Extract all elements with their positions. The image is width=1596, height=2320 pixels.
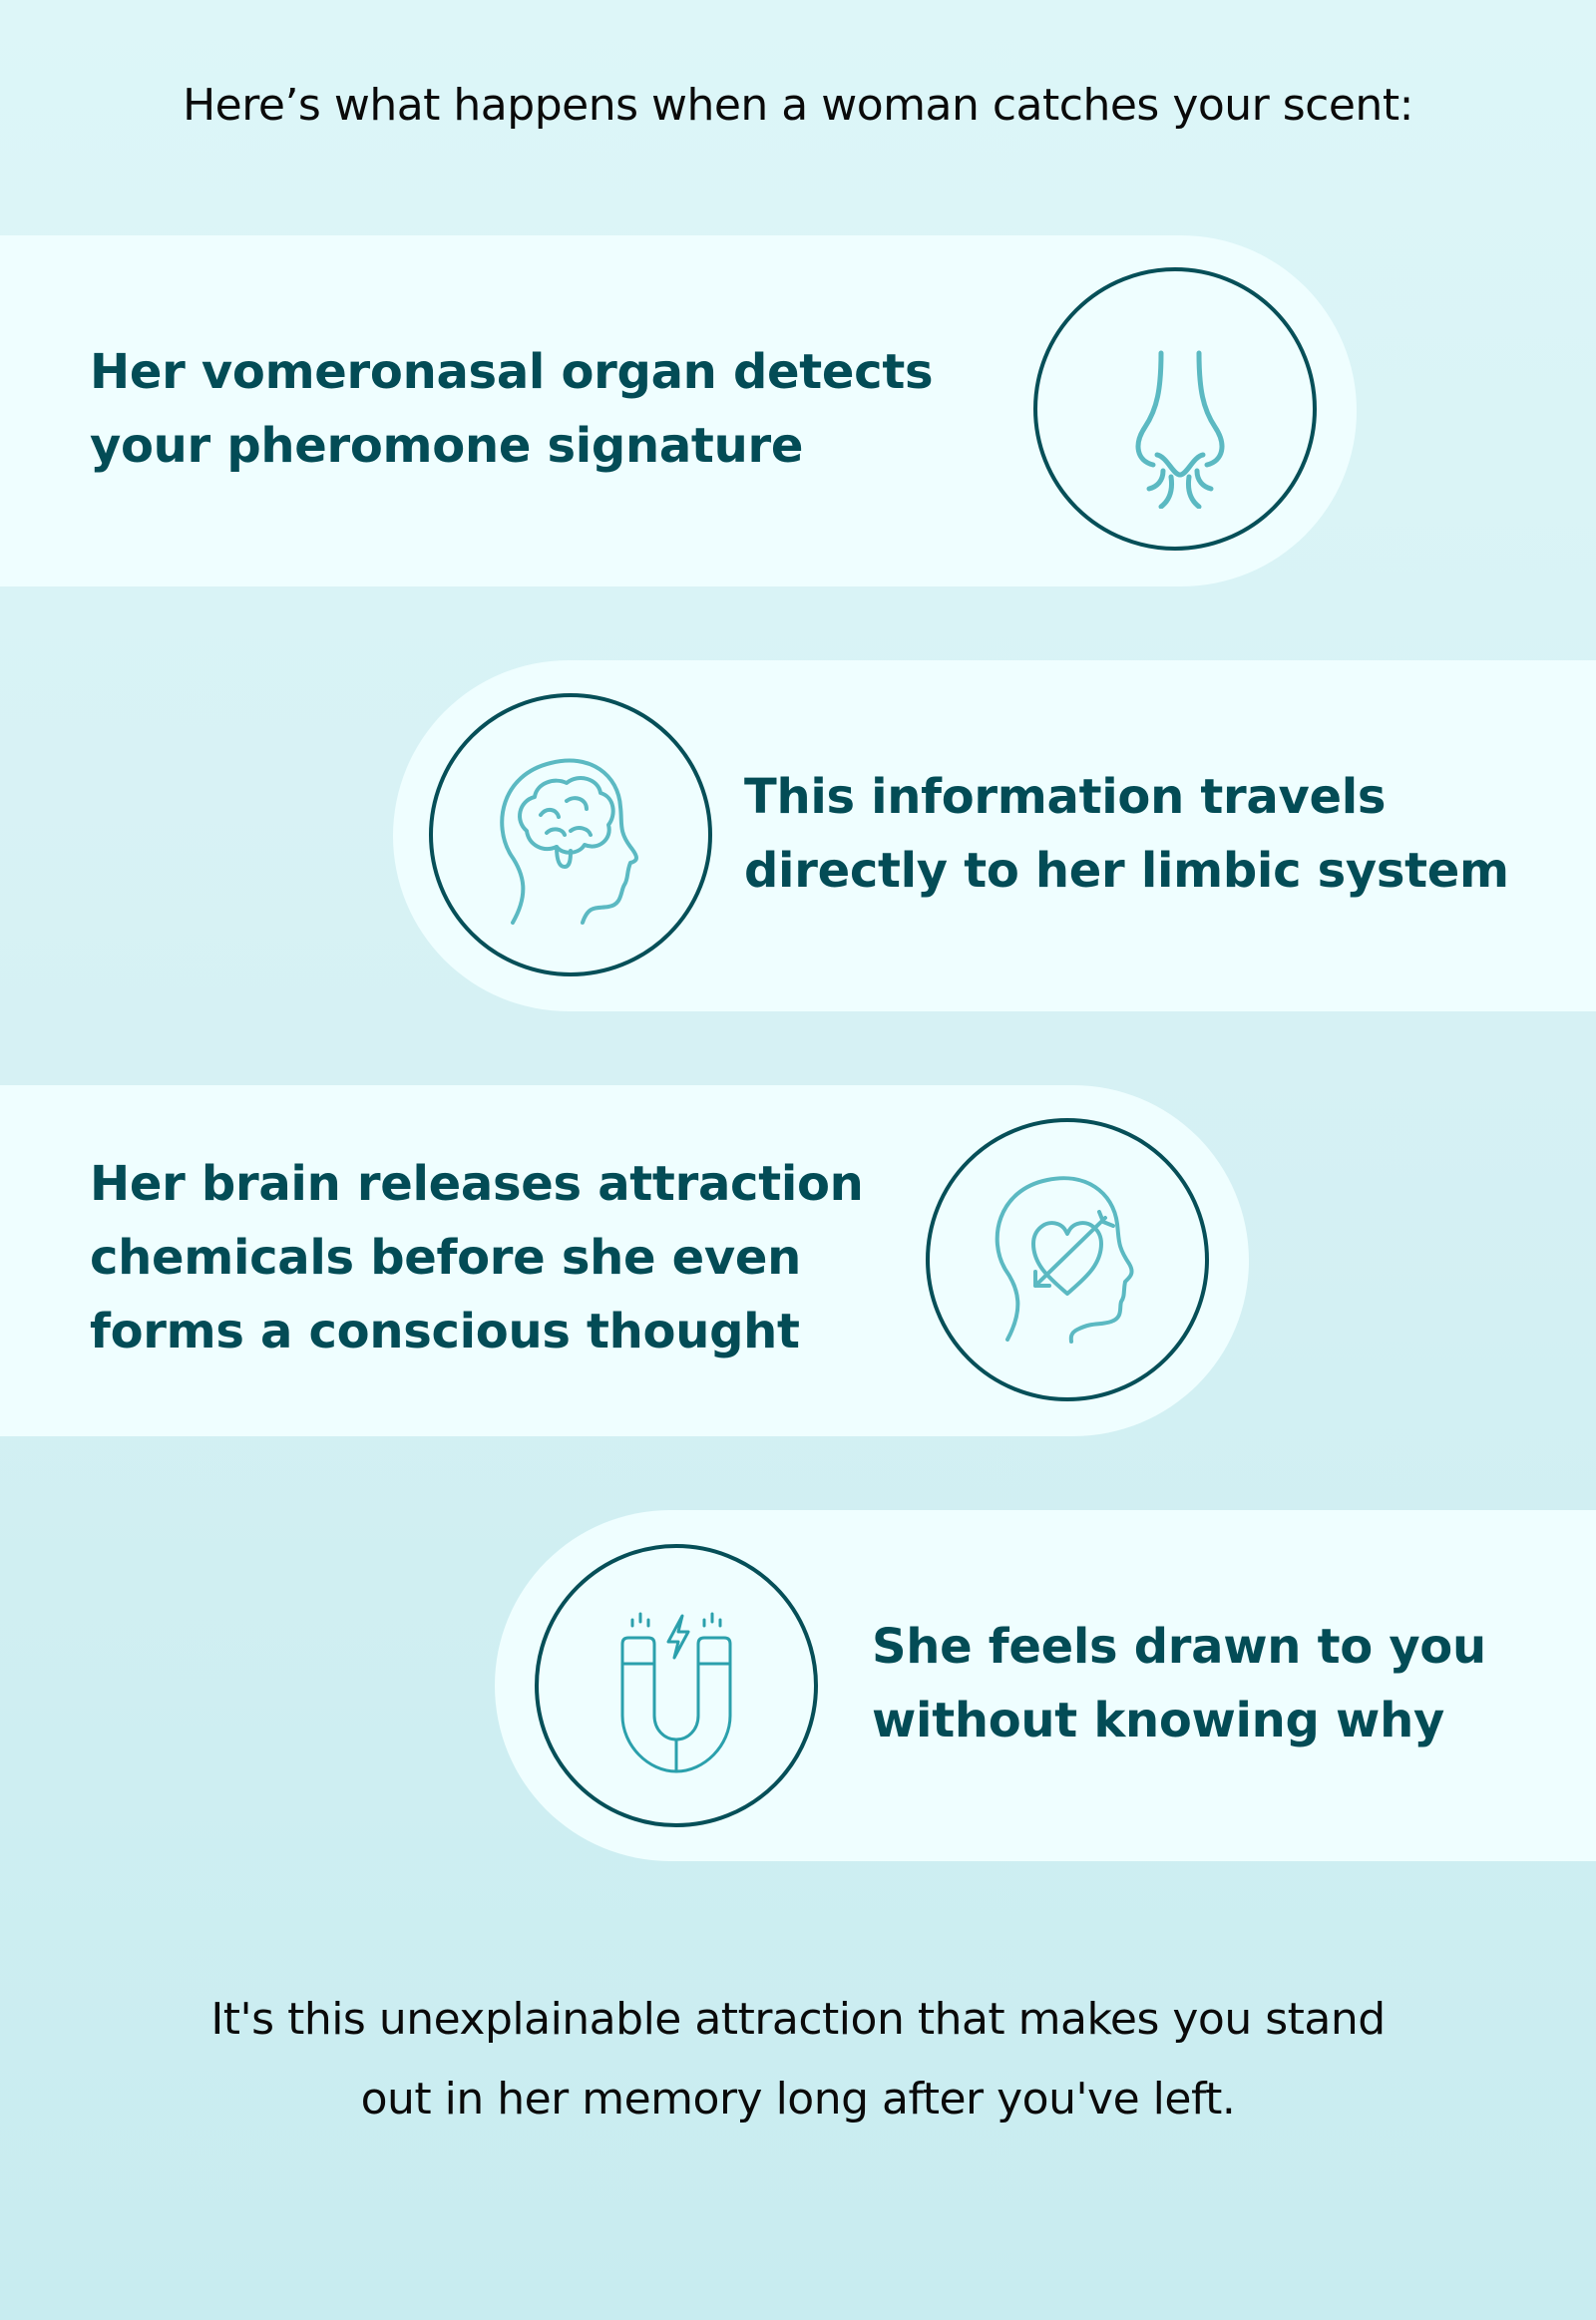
step-1-icon-circle [1033,267,1317,551]
step-4-icon-circle [535,1544,818,1827]
step-3-icon-circle [926,1118,1209,1401]
magnet-icon [620,1612,732,1773]
intro-text: Here’s what happens when a woman catches… [183,80,1413,131]
step-1-text: Her vomeronasal organ detects your phero… [90,344,934,474]
step-card-4: She feels drawn to you without knowing w… [495,1510,1596,1861]
outro-text: It's this unexplainable attraction that … [210,1994,1386,2125]
step-3-text: Her brain releases attraction chemicals … [90,1156,864,1359]
brain-head-icon [500,758,638,925]
step-4-text: She feels drawn to you without knowing w… [872,1619,1486,1748]
nose-icon [1135,350,1225,509]
step-card-3: Her brain releases attraction chemicals … [0,1085,1249,1436]
heart-arrow-head-icon [995,1176,1134,1344]
step-2-icon-circle [429,693,712,976]
step-2-text: This information travels directly to her… [744,769,1509,899]
step-card-2: This information travels directly to her… [393,660,1596,1011]
step-card-1: Her vomeronasal organ detects your phero… [0,235,1357,586]
